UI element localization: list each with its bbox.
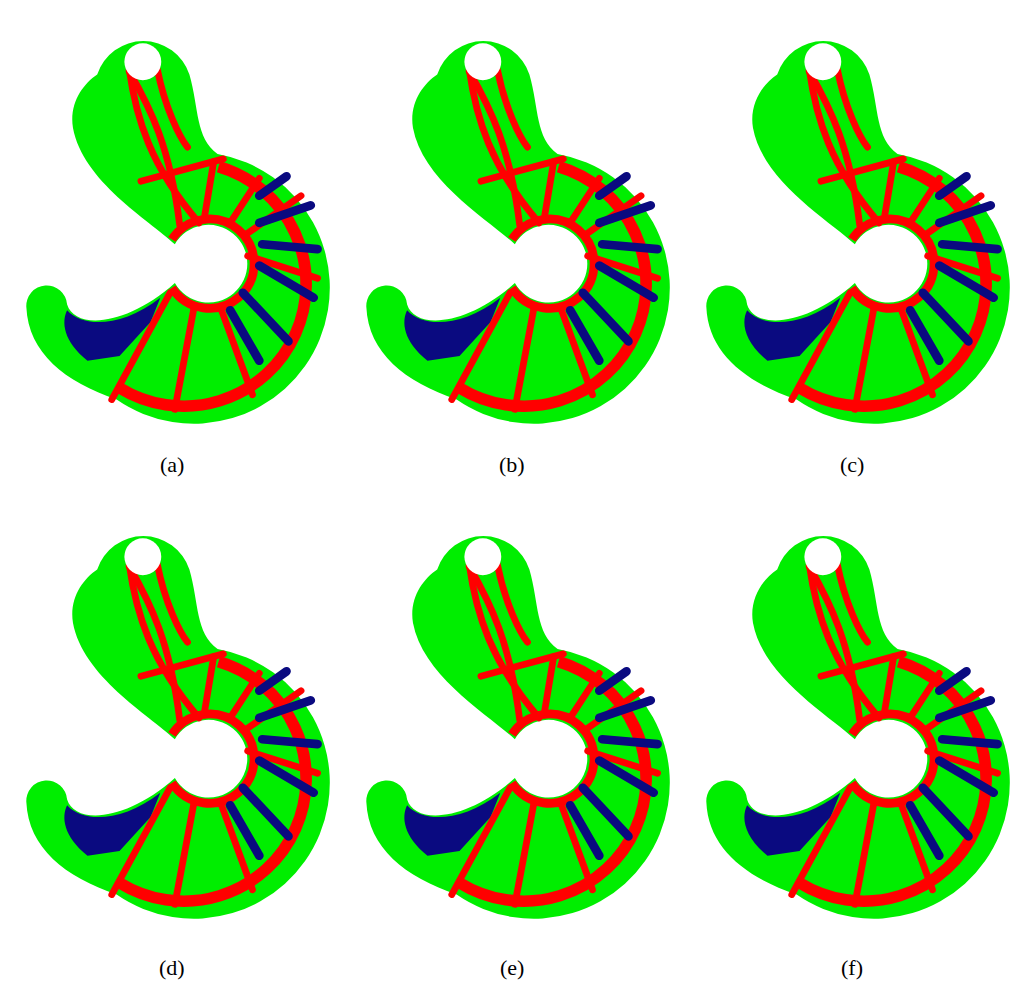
hook-result	[685, 0, 1015, 440]
hook-result	[5, 495, 335, 935]
hook-result	[345, 495, 675, 935]
subfigure-label: (d)	[159, 955, 185, 981]
hook-result	[685, 495, 1015, 935]
hook-result	[5, 0, 335, 440]
subfigure-label: (b)	[499, 452, 525, 478]
subfigure-label: (c)	[840, 452, 864, 478]
hook-result	[345, 0, 675, 440]
subfigure-label: (e)	[500, 955, 524, 981]
subfigure-label: (f)	[841, 955, 863, 981]
subfigure-label: (a)	[160, 452, 184, 478]
